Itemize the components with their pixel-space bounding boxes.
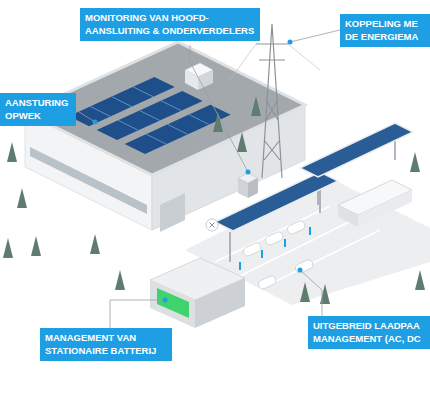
- leader-line: [76, 110, 95, 122]
- leader-dot: [163, 298, 168, 303]
- callout-text: AANSTURING OPWEK: [5, 96, 71, 123]
- charging-posts: [240, 227, 310, 270]
- tree: [17, 188, 27, 208]
- battery-side: [150, 280, 195, 328]
- tree: [410, 152, 420, 172]
- entrance: [160, 193, 185, 232]
- car: [257, 275, 277, 291]
- car: [242, 242, 262, 258]
- tree: [31, 236, 41, 256]
- battery-side: [195, 278, 245, 328]
- truck-side: [358, 190, 412, 227]
- callout-text: UITGEBREID LAADPAA MANAGEMENT (AC, DC: [313, 319, 425, 346]
- tree: [115, 270, 125, 290]
- leader-line: [290, 30, 340, 42]
- tree: [3, 238, 13, 258]
- truck-side: [338, 205, 358, 227]
- callout-box: MANAGEMENT VAN STATIONAIRE BATTERIJ: [40, 328, 172, 361]
- leader-line: [300, 270, 322, 318]
- car: [286, 220, 306, 236]
- power-pylon: [256, 24, 288, 178]
- callout-text: KOPPELING ME DE ENERGIEMA: [345, 17, 425, 44]
- callout-box: UITGEBREID LAADPAA MANAGEMENT (AC, DC: [308, 316, 430, 349]
- car: [294, 259, 314, 275]
- callout-box: KOPPELING ME DE ENERGIEMA: [340, 14, 430, 47]
- cabinet-side: [238, 178, 248, 198]
- leader-line: [190, 45, 248, 172]
- tree: [320, 284, 330, 304]
- location-marker: [206, 219, 218, 231]
- callout-text: MANAGEMENT VAN STATIONAIRE BATTERIJ: [45, 331, 167, 358]
- car: [264, 231, 284, 247]
- tree: [415, 270, 425, 290]
- tree: [90, 234, 100, 254]
- panel-dividers: [90, 87, 209, 144]
- tree: [237, 132, 247, 152]
- marker-cross: [210, 223, 215, 228]
- leader-dot: [93, 120, 98, 125]
- carport-canopy: [300, 123, 413, 177]
- leader-dot: [298, 268, 303, 273]
- leader-line: [110, 300, 165, 328]
- callout-box: AANSTURING OPWEK: [0, 93, 76, 126]
- tree: [251, 96, 261, 116]
- hvac-side: [198, 70, 213, 90]
- power-wires: [230, 44, 320, 80]
- tree: [300, 282, 310, 302]
- callout-text: MONITORING VAN HOOFD- AANSLUITING & ONDE…: [85, 11, 255, 38]
- tree: [7, 142, 17, 162]
- cabinet-side: [248, 178, 258, 198]
- carport-canopy: [215, 172, 338, 231]
- callout-box: MONITORING VAN HOOFD- AANSLUITING & ONDE…: [80, 8, 260, 41]
- leader-dot: [288, 40, 293, 45]
- battery-cells: [157, 288, 189, 318]
- leader-dot: [246, 170, 251, 175]
